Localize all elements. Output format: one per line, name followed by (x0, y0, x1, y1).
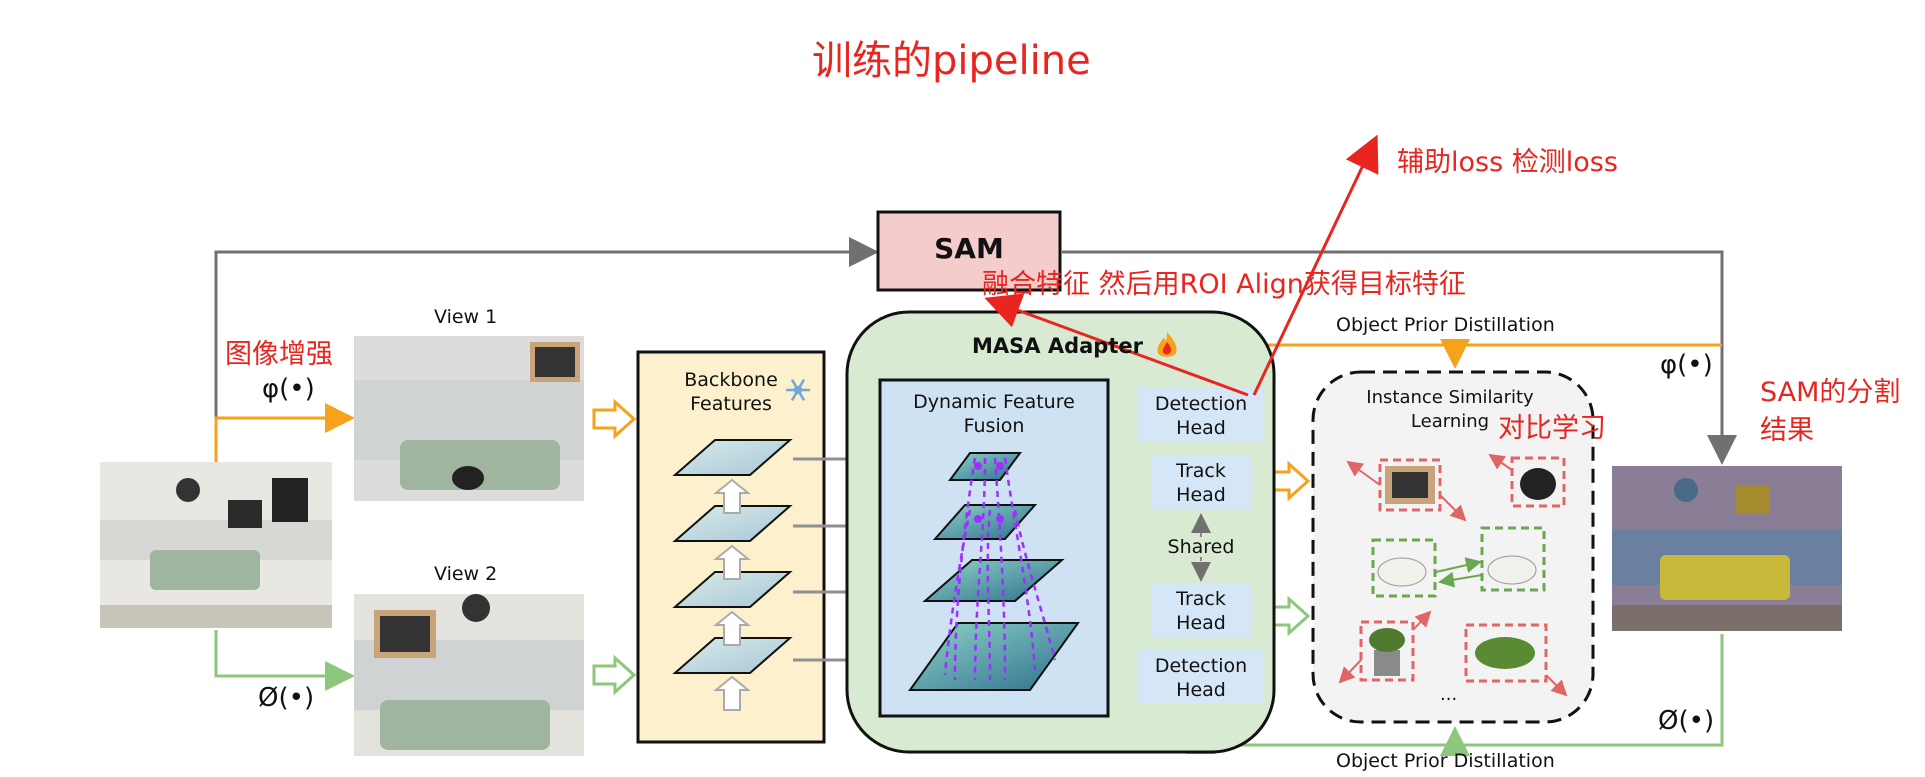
fusion-note-annotation: 融合特征 然后用ROI Align获得目标特征 (982, 269, 1466, 300)
similarity-ellipsis: ... (1440, 684, 1458, 705)
view2-label: View 2 (434, 563, 498, 585)
snowflake-icon (786, 378, 810, 402)
aux-loss-annotation: 辅助loss 检测loss (1397, 147, 1618, 178)
detection-head-bottom-label: Detection Head (1154, 655, 1248, 701)
dynamic-fusion-label: Dynamic Feature Fusion (913, 391, 1075, 437)
sam-routing-lines (214, 237, 1737, 485)
phi-right-top-label: φ(•) (1660, 350, 1713, 380)
sam-label: SAM (934, 232, 1004, 265)
similarity-crops (1338, 453, 1568, 697)
annotation-arrows (984, 134, 1379, 397)
detection-head-top-label: Detection Head (1154, 393, 1248, 439)
track-head-top-label: Track Head (1176, 460, 1226, 506)
shared-label: Shared (1167, 536, 1235, 558)
masa-adapter-label: MASA Adapter (972, 334, 1143, 358)
detection-head-bottom-box (1138, 650, 1264, 704)
track-head-bottom-label: Track Head (1176, 588, 1226, 634)
instance-similarity-label: Instance Similarity Learning (1366, 387, 1534, 432)
title-annotation: 训练的pipeline (812, 38, 1091, 84)
sam-result-image (1612, 466, 1842, 631)
track-head-top-box (1151, 455, 1251, 509)
input-image (100, 462, 332, 628)
phi-bottom-label: Ø(•) (258, 683, 315, 713)
phi-top-label: φ(•) (262, 374, 315, 404)
detection-head-top-box (1138, 388, 1264, 442)
fusion-plates (908, 452, 1080, 691)
backbone-label: Backbone Features (684, 369, 778, 415)
contrast-annotation: 对比学习 (1498, 413, 1606, 444)
opd-bottom-label: Object Prior Distillation (1336, 750, 1555, 772)
opd-top-label: Object Prior Distillation (1336, 314, 1555, 336)
view1-label: View 1 (434, 306, 498, 328)
track-head-bottom-box (1151, 583, 1251, 637)
view2-image (354, 594, 584, 756)
backbone-plates (672, 439, 906, 711)
augment-annotation: 图像增强 (225, 339, 333, 370)
view1-image (354, 336, 584, 501)
fire-icon (1157, 332, 1177, 357)
phi-right-bottom-label: Ø(•) (1658, 706, 1715, 736)
sam-result-annotation: SAM的分割 结果 (1760, 377, 1901, 446)
sam-box (876, 210, 1062, 292)
